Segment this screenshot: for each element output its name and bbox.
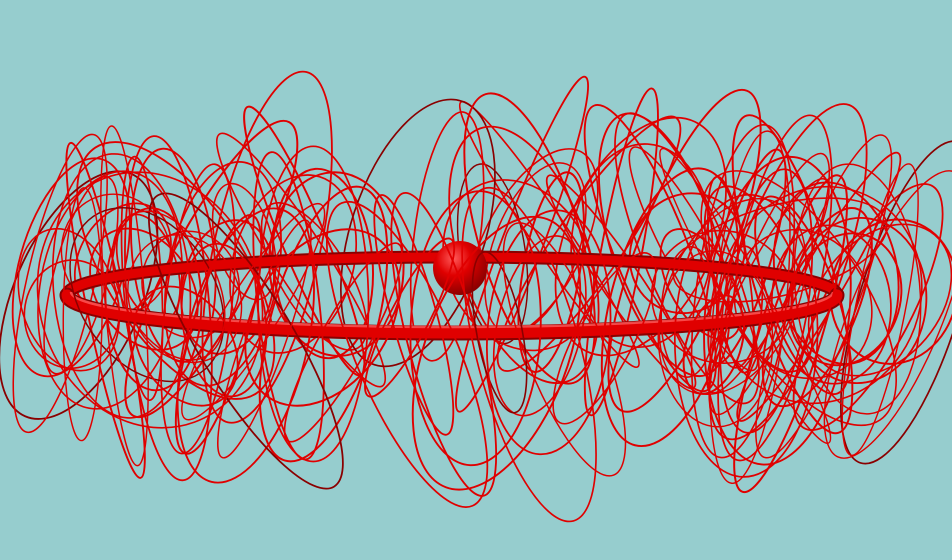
orbit-wire-loop (772, 181, 900, 365)
orbit-wire-loop (409, 190, 542, 467)
orbit-wire-loop (409, 111, 485, 362)
orbit-wire-loop (502, 222, 627, 477)
orbit-wire-loop (703, 155, 852, 466)
orbit-wire-loop (790, 216, 928, 385)
orbit-wire-loop (100, 125, 149, 467)
orbit-wire-loop (37, 170, 183, 410)
orbit-wire-loop (176, 207, 315, 484)
orbit-wire-loop (111, 210, 226, 361)
orbit-wire-loop (461, 186, 597, 523)
orbit-wire-loop (23, 259, 121, 369)
orbit-wire-loop (841, 163, 919, 457)
orbit-wire-loop (807, 223, 952, 377)
orbit-wire-loop (492, 235, 587, 417)
orbit-wire-loop (761, 207, 873, 408)
orbit-wire-loop (823, 170, 952, 459)
orbit-wire-loop (731, 114, 854, 435)
orbit-wire-loop (181, 202, 326, 421)
orbit-wire-loop (160, 163, 236, 455)
orbit-wire-loop (62, 187, 103, 442)
orbit-wire-loop (717, 185, 923, 405)
orbit-wires-front (23, 125, 952, 523)
orbit-wire-loop (364, 237, 456, 398)
orbit-wire-loop (325, 200, 489, 508)
orbit-wire-loop (600, 167, 739, 448)
orbit-wire-loop (373, 194, 455, 436)
orbit-wire-loop (708, 130, 791, 485)
orbit-wire-loop (12, 133, 108, 434)
orbit-wire-loop (215, 132, 387, 388)
orbit-wire-loop (839, 140, 952, 465)
orbit-wire-loop (682, 294, 745, 395)
torus-ring-highlight (69, 291, 835, 329)
orbit-wire-loop (17, 227, 121, 372)
orbit-wire-loop (69, 207, 225, 383)
orbit-wire-loop (51, 153, 192, 419)
orbit-wire-loop (458, 100, 640, 369)
orbit-wire-loop (755, 134, 893, 459)
orbit-wire-loop (411, 215, 582, 491)
orbit-wire-loop (754, 195, 851, 396)
orbit-wire-loop (455, 75, 589, 413)
orbit-wire-loop (257, 145, 370, 463)
orbit-wire-loop (485, 209, 612, 456)
orbit-wire-loop (258, 185, 389, 463)
orbit-wire-loop (657, 250, 774, 428)
orbit-wire-loop (570, 143, 714, 349)
orbit-wire-loop (660, 246, 718, 378)
orbit-wire-loop (471, 251, 528, 414)
orbit-wire-loop (793, 163, 922, 415)
orbit-wire-loop (283, 242, 403, 443)
orbit-wire-loop (733, 174, 849, 494)
orbit-wire-loop (717, 245, 764, 369)
orbit-wire-loop (217, 219, 312, 459)
orbit-wire-loop (552, 252, 657, 425)
orbit-wire-loop (174, 214, 263, 455)
orbit-wire-loop (180, 219, 275, 355)
orbit-wire-loop (148, 192, 344, 490)
orbit-wire-loop (545, 174, 697, 390)
